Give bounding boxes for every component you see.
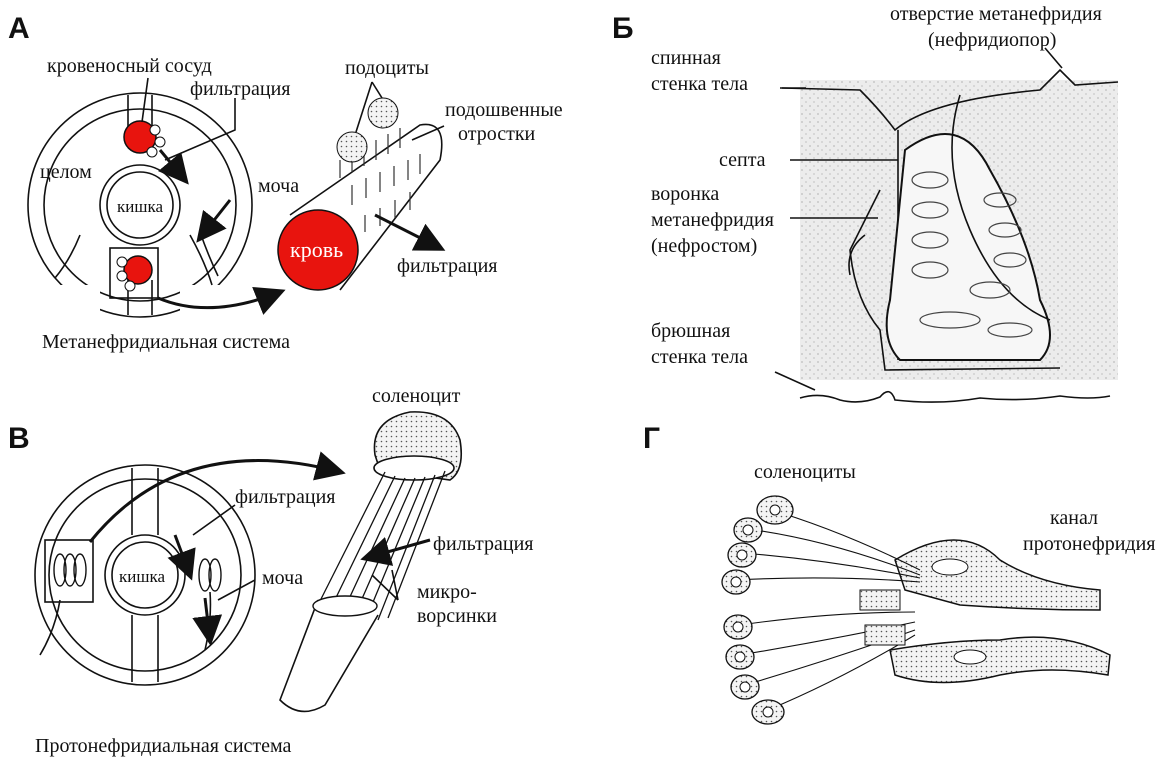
- label-urine-v: моча: [262, 567, 303, 589]
- label-microvilli-1: микро-: [417, 581, 477, 603]
- podocyte-1: [368, 98, 398, 128]
- label-pedicels-2: отростки: [458, 123, 536, 145]
- solenocyte-drawing: [280, 412, 461, 712]
- label-solenocytes: соленоциты: [754, 461, 856, 483]
- label-funnel-3: (нефростом): [651, 235, 757, 257]
- label-opening-2: (нефридиопор): [928, 29, 1056, 51]
- panel-v: В кишка фильтрация моча: [8, 385, 533, 757]
- label-canal-1: канал: [1050, 507, 1098, 529]
- label-filtration-right: фильтрация: [433, 533, 533, 555]
- label-microvilli-2: ворсинки: [417, 605, 497, 627]
- panel-a: А: [8, 12, 563, 353]
- label-ventral-1: брюшная: [651, 320, 730, 342]
- label-funnel-1: воронка: [651, 183, 719, 205]
- panel-g: Г: [643, 422, 1155, 724]
- panel-b-letter: Б: [612, 12, 634, 45]
- label-blood: кровь: [290, 237, 343, 262]
- podocyte-2: [337, 132, 367, 162]
- label-dorsal-1: спинная: [651, 47, 721, 69]
- label-opening-1: отверстие метанефридия: [890, 3, 1102, 25]
- caption-metanephridial: Метанефридиальная система: [42, 331, 290, 353]
- label-solenocyte: соленоцит: [372, 385, 461, 407]
- solenocyte-cluster: [722, 496, 1110, 724]
- canal-tube: [280, 600, 378, 711]
- label-coelom: целом: [40, 161, 92, 183]
- caption-protonephridial: Протонефридиальная система: [35, 735, 292, 757]
- label-gut-v: кишка: [119, 567, 165, 586]
- panel-g-letter: Г: [643, 422, 660, 455]
- panel-v-letter: В: [8, 422, 30, 455]
- label-filtration-left: фильтрация: [235, 486, 335, 508]
- label-dorsal-2: стенка тела: [651, 73, 748, 95]
- label-filtration-bottom: фильтрация: [397, 255, 497, 277]
- label-gut-a: кишка: [117, 197, 163, 216]
- label-blood-vessel: кровеносный сосуд: [47, 55, 212, 77]
- label-podocytes: подоциты: [345, 57, 429, 79]
- label-filtration-top: фильтрация: [190, 78, 290, 100]
- label-funnel-2: метанефридия: [651, 209, 774, 231]
- panel-b: Б отверстие метанефридия (нефридиопор) с…: [612, 3, 1118, 402]
- label-pedicels-1: подошвенные: [445, 99, 563, 121]
- label-ventral-2: стенка тела: [651, 346, 748, 368]
- label-urine-a: моча: [258, 175, 299, 197]
- label-septum: септа: [719, 149, 766, 171]
- panel-a-letter: А: [8, 12, 30, 45]
- label-canal-2: протонефридия: [1023, 533, 1155, 555]
- blood-vessel-bottom: [124, 256, 152, 284]
